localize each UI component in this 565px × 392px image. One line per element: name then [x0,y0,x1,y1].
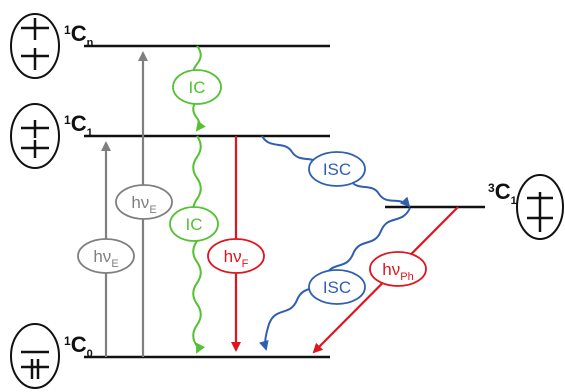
phosphorescence-main-text: hν [382,260,400,279]
isc-forward-text: ISC [323,160,351,179]
sn-spin-icon [10,13,60,79]
svg-text:hνE: hνE [131,193,156,216]
svg-text:hνF: hνF [224,247,249,270]
absorption-1-sub-text: E [111,258,118,270]
isc-forward-label-bubble: ISC [308,151,366,187]
sn-label: 1Cn [64,21,94,49]
phosphorescence-label-bubble: hνPh [369,251,427,287]
absorption-n-sub-text: E [149,204,156,216]
s1-spin-icon [10,103,60,169]
absorption-label-bubble-n: hνE [115,184,173,220]
s1-label: 1C1 [64,111,93,139]
t1-spin-icon [516,174,564,240]
isc-back-label-bubble: ISC [308,269,366,305]
absorption-1-main-text: hν [93,247,111,266]
ic-lower-wavy-arrow [192,135,206,354]
s0-label: 1C0 [64,332,93,360]
t1-label: 3C1 [488,179,517,207]
phosphorescence-sub-text: Ph [400,271,413,283]
ic-upper-label-bubble: IC [172,69,222,105]
absorption-label-bubble-1: hνE [77,238,135,274]
ic-lower-label-bubble: IC [169,206,219,242]
absorption-n-main-text: hν [131,193,149,212]
fluorescence-label-bubble: hνF [207,238,265,274]
fluorescence-sub-text: F [242,258,249,270]
ic-upper-text: IC [189,78,206,97]
ic-lower-text: IC [186,215,203,234]
isc-back-text: ISC [323,278,351,297]
s0-spin-icon [10,323,60,389]
fluorescence-main-text: hν [224,247,242,266]
svg-text:hνPh: hνPh [382,260,413,283]
svg-text:hνE: hνE [93,247,118,270]
